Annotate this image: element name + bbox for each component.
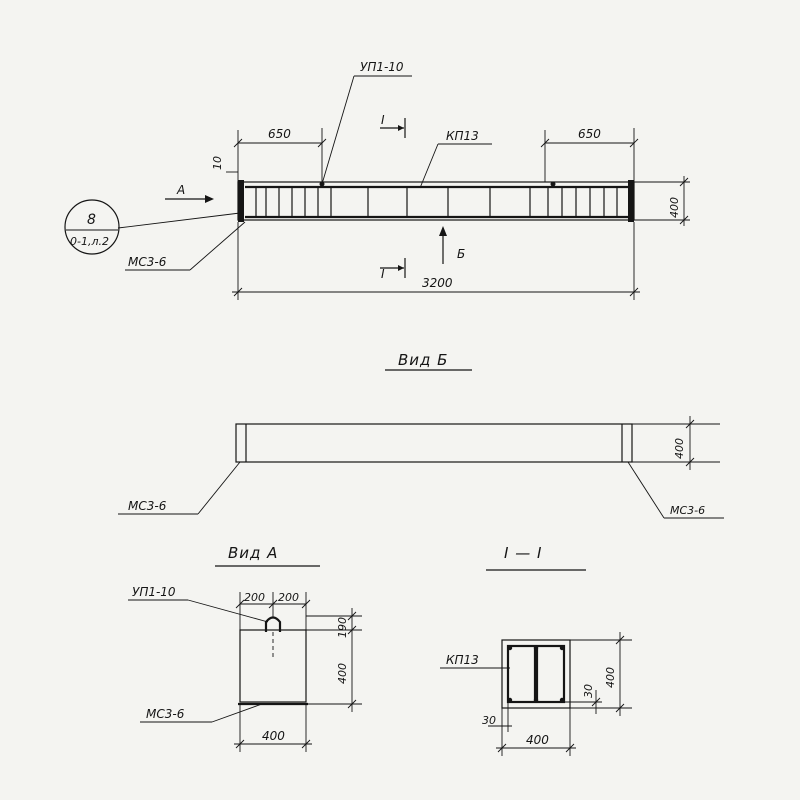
section-mark-bottom: I <box>381 267 385 281</box>
dim-10: 10 <box>211 156 224 170</box>
view-a: Вид А 200 200 190 400 400 <box>128 544 362 752</box>
lifting-loop-right <box>550 181 556 187</box>
dim-400-height: 400 <box>668 197 681 218</box>
view-b: Вид Б 400 МС3-6 МС3-6 <box>118 351 724 519</box>
view-a-dim-400-width: 400 <box>262 729 285 743</box>
view-a-dim-200-right: 200 <box>278 591 299 604</box>
section-dim-400-height: 400 <box>604 667 617 688</box>
view-b-beam <box>235 423 633 463</box>
view-a-dim-190: 190 <box>336 617 349 638</box>
view-a-arrow-label: A <box>176 183 185 197</box>
callout-sheet: 0-1,л.2 <box>70 235 109 248</box>
end-plate-right <box>628 180 634 222</box>
view-b-label-ms-right: МС3-6 <box>670 504 705 517</box>
top-view: 650 650 10 400 3200 I I <box>64 60 690 300</box>
section-cage-right <box>535 644 566 704</box>
view-a-section <box>239 629 307 703</box>
label-kp13: КП13 <box>446 129 479 143</box>
detail-callout-circle <box>64 199 120 255</box>
section-dim-400-width: 400 <box>526 733 549 747</box>
view-b-dim-400: 400 <box>673 438 686 459</box>
label-ms3-6-top: МС3-6 <box>128 255 167 269</box>
view-a-dim-400-height: 400 <box>336 663 349 684</box>
view-a-title: Вид А <box>228 544 278 562</box>
stirrups <box>255 187 618 217</box>
view-b-title: Вид Б <box>398 351 448 369</box>
view-b-label-ms-left: МС3-6 <box>128 499 167 513</box>
dim-650-right: 650 <box>578 127 601 141</box>
section-cage-left <box>506 644 537 704</box>
callout-number: 8 <box>87 212 96 228</box>
view-a-label-ms3-6: МС3-6 <box>146 707 185 721</box>
view-a-label-up1-10: УП1-10 <box>132 585 176 599</box>
section-dim-30-bottom: 30 <box>482 714 496 727</box>
section-1-1: I — I КП13 400 30 30 <box>440 544 632 756</box>
section-title: I — I <box>504 544 542 562</box>
section-outline <box>501 639 571 709</box>
label-up1-10: УП1-10 <box>360 60 404 74</box>
dim-650-left: 650 <box>268 127 291 141</box>
section-mark-top: I <box>381 113 385 127</box>
view-a-dim-200-left: 200 <box>244 591 265 604</box>
dim-3200: 3200 <box>422 276 453 290</box>
section-label-kp13: КП13 <box>446 653 479 667</box>
view-b-arrow-label: Б <box>457 247 465 261</box>
section-dim-30-side: 30 <box>582 684 595 698</box>
end-plate-left <box>238 180 244 222</box>
